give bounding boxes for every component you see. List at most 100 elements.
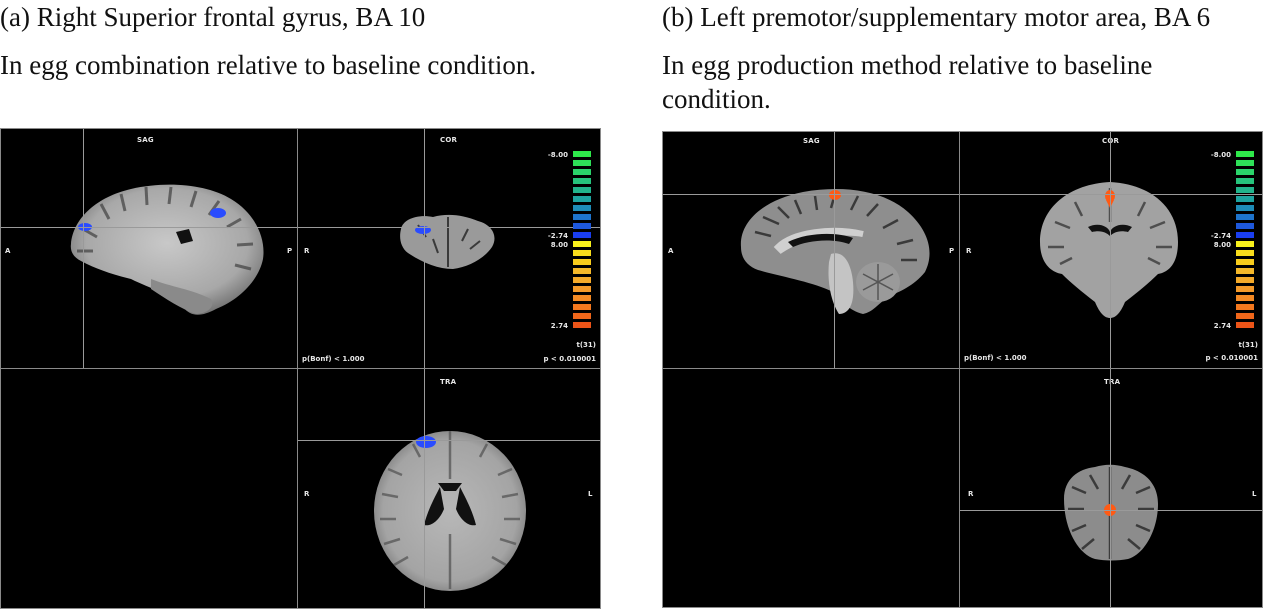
sag-label: SAG (137, 136, 154, 144)
colorbar-swatch (573, 205, 591, 211)
anterior-label: A (668, 247, 674, 255)
colorbar-pos-min: 2.74 (1213, 322, 1231, 330)
colorbar-swatch (573, 277, 591, 283)
crosshair-vertical (83, 129, 84, 368)
colorbar-swatch (573, 196, 591, 202)
panel-b-title: (b) Left premotor/supplementary motor ar… (662, 2, 1211, 32)
colorbar-swatch (573, 214, 591, 220)
empty-view-a (0, 368, 298, 609)
empty-view-b (662, 368, 960, 608)
anterior-label: A (5, 247, 11, 255)
colorbar-swatch (1236, 151, 1254, 157)
colorbar-swatch (573, 169, 591, 175)
colorbar-swatch (573, 151, 591, 157)
sagittal-brain-image (740, 189, 930, 314)
sagittal-brain-image (70, 184, 264, 315)
colorbar-swatch (1236, 169, 1254, 175)
panel-a-subtitle: In egg combination relative to baseline … (0, 50, 537, 80)
left-label: L (1252, 490, 1257, 498)
colorbar-swatch (573, 322, 591, 328)
colorbar-swatch (573, 313, 591, 319)
colorbar-swatch (573, 250, 591, 256)
panel-a-title: (a) Right Superior frontal gyrus, BA 10 (0, 2, 426, 32)
crosshair-horizontal (960, 194, 1262, 195)
transverse-brain-image (374, 431, 526, 591)
colorbar (1236, 151, 1254, 331)
colorbar-swatch (1236, 187, 1254, 193)
posterior-label: P (287, 247, 293, 255)
right-label: R (304, 490, 310, 498)
colorbar-swatch (573, 295, 591, 301)
colorbar-swatch (1236, 196, 1254, 202)
transverse-brain-image (1064, 464, 1158, 561)
crosshair-vertical (1110, 369, 1111, 607)
colorbar-swatch (573, 286, 591, 292)
colorbar-swatch (1236, 268, 1254, 274)
colorbar-swatch (1236, 241, 1254, 247)
colorbar-neg-max: -8.00 (1210, 151, 1231, 159)
colorbar (573, 151, 591, 331)
right-label: R (968, 490, 974, 498)
colorbar-swatch (573, 178, 591, 184)
crosshair-horizontal (298, 440, 600, 441)
colorbar-swatch (1236, 304, 1254, 310)
crosshair-horizontal (1, 227, 297, 228)
colorbar-swatch (1236, 259, 1254, 265)
colorbar-swatch (573, 268, 591, 274)
colorbar-swatch (573, 232, 591, 238)
colorbar-pos-min: 2.74 (550, 322, 568, 330)
crosshair-horizontal (663, 194, 959, 195)
coronal-brain-image (400, 214, 495, 269)
tra-view-a: TRA R L (297, 368, 601, 609)
p-threshold: p < 0.010001 (1205, 354, 1258, 362)
panel-b-subtitle: In egg production method relative to bas… (662, 50, 1153, 114)
sag-label: SAG (803, 137, 820, 145)
tra-label: TRA (440, 378, 457, 386)
colorbar-swatch (1236, 277, 1254, 283)
sag-view-a: SAG A P (0, 128, 298, 369)
colorbar-pos-max: 8.00 (550, 241, 568, 249)
degrees-of-freedom: t(31) (1238, 341, 1259, 349)
tra-view-b: TRA R L (959, 368, 1263, 608)
colorbar-swatch (573, 223, 591, 229)
colorbar-swatch (1236, 322, 1254, 328)
cor-label: COR (440, 136, 458, 144)
colorbar-swatch (1236, 178, 1254, 184)
degrees-of-freedom: t(31) (576, 341, 597, 349)
colorbar-swatch (573, 259, 591, 265)
sag-view-b: SAG A P (662, 131, 960, 369)
figure-b: SAG A P COR R (662, 131, 1263, 608)
colorbar-pos-max: 8.00 (1213, 241, 1231, 249)
colorbar-swatch (1236, 286, 1254, 292)
crosshair-vertical (834, 132, 835, 368)
crosshair-horizontal (960, 510, 1262, 511)
left-label: L (588, 490, 593, 498)
colorbar-swatch (1236, 250, 1254, 256)
colorbar-swatch (573, 304, 591, 310)
colorbar-swatch (573, 241, 591, 247)
coronal-brain-image (1040, 182, 1178, 318)
crosshair-vertical (424, 369, 425, 608)
colorbar-swatch (573, 187, 591, 193)
colorbar-swatch (1236, 232, 1254, 238)
crosshair-vertical (424, 129, 425, 368)
crosshair-vertical (1110, 132, 1111, 368)
colorbar-swatch (1236, 205, 1254, 211)
p-threshold: p < 0.010001 (543, 355, 596, 363)
colorbar-swatch (1236, 295, 1254, 301)
colorbar-neg-min: -2.74 (547, 232, 568, 240)
colorbar-swatch (1236, 313, 1254, 319)
cor-view-a: COR R (297, 128, 601, 369)
colorbar-swatch (1236, 160, 1254, 166)
bonferroni-threshold: p(Bonf) < 1.000 (964, 354, 1027, 362)
right-label: R (304, 247, 310, 255)
cor-view-b: COR R (959, 131, 1263, 369)
tra-label: TRA (1104, 378, 1121, 386)
colorbar-swatch (1236, 223, 1254, 229)
posterior-label: P (949, 247, 955, 255)
colorbar-neg-max: -8.00 (547, 151, 568, 159)
colorbar-swatch (1236, 214, 1254, 220)
bonferroni-threshold: p(Bonf) < 1.000 (302, 355, 365, 363)
crosshair-horizontal (298, 227, 600, 228)
colorbar-swatch (573, 160, 591, 166)
